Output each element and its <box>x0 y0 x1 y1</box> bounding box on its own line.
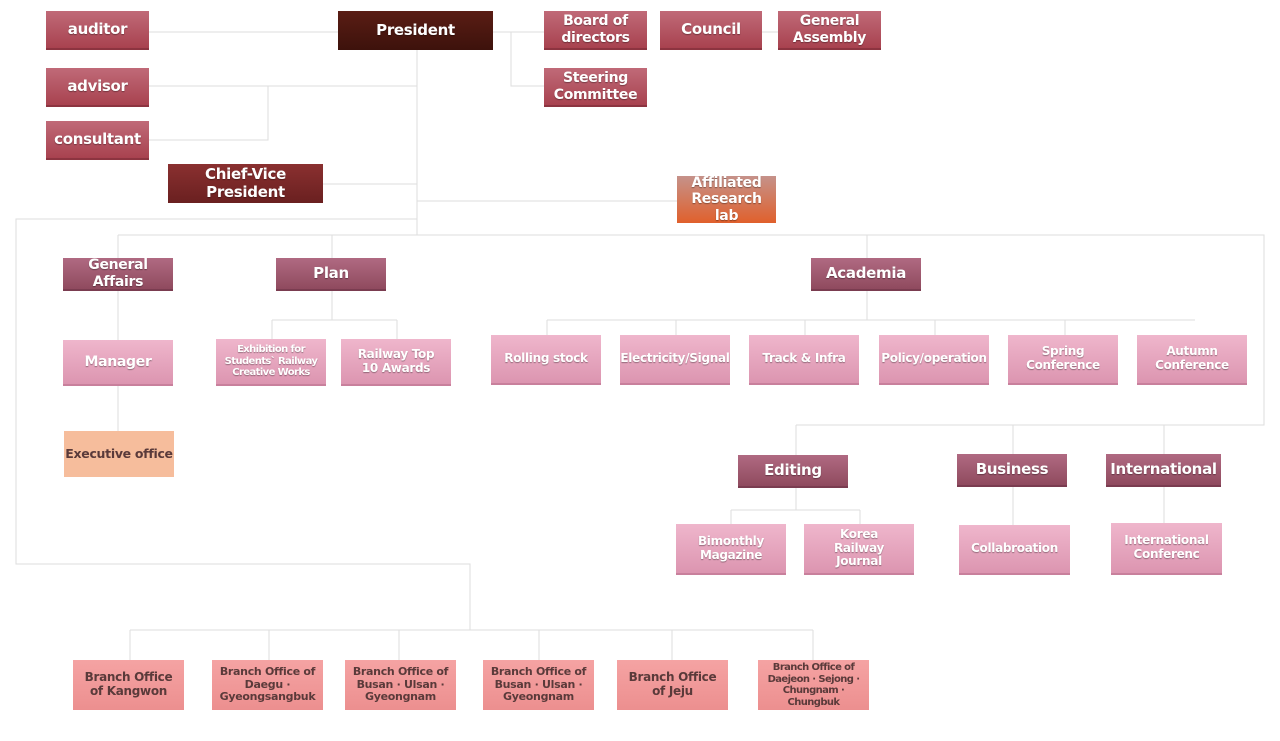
plan-node: Plan <box>276 258 386 291</box>
board-of-directors-node: Board of directors <box>544 11 647 50</box>
branch-office-daejeon-node: Branch Office of Daejeon · Sejong · Chun… <box>758 660 869 710</box>
chief-vice-president-node: Chief-Vice President <box>168 164 323 203</box>
international-node: International <box>1106 454 1221 487</box>
branch-office-busan-ulsan-node-2: Branch Office of Busan · Ulsan · Gyeongn… <box>483 660 594 710</box>
branch-office-kangwon-node: Branch Office of Kangwon <box>73 660 184 710</box>
bimonthly-magazine-node: Bimonthly Magazine <box>676 524 786 575</box>
collaboration-node: Collabroation <box>959 525 1070 575</box>
steering-committee-node: Steering Committee <box>544 68 647 107</box>
track-infra-node: Track & Infra <box>749 335 859 385</box>
branch-office-jeju-node: Branch Office of Jeju <box>617 660 728 710</box>
auditor-node: auditor <box>46 11 149 50</box>
council-node: Council <box>660 11 762 50</box>
exhibition-node: Exhibition for Students` Railway Creativ… <box>216 339 326 386</box>
branch-office-busan-ulsan-node: Branch Office of Busan · Ulsan · Gyeongn… <box>345 660 456 710</box>
affiliated-research-lab-node: Affiliated Research lab <box>677 175 776 224</box>
advisor-node: advisor <box>46 68 149 107</box>
editing-node: Editing <box>738 455 848 488</box>
spring-conference-node: Spring Conference <box>1008 335 1118 385</box>
manager-node: Manager <box>63 340 173 386</box>
policy-operation-node: Policy/operation <box>879 335 989 385</box>
academia-node: Academia <box>811 258 921 291</box>
railway-top10-node: Railway Top 10 Awards <box>341 339 451 386</box>
business-node: Business <box>957 454 1067 487</box>
consultant-node: consultant <box>46 121 149 160</box>
international-conference-node: International Conferenc <box>1111 523 1222 575</box>
general-affairs-node: General Affairs <box>63 257 173 291</box>
branch-office-daegu-node: Branch Office of Daegu · Gyeongsangbuk <box>212 660 323 710</box>
general-assembly-node: General Assembly <box>778 11 881 50</box>
rolling-stock-node: Rolling stock <box>491 335 601 385</box>
electricity-signal-node: Electricity/Signal <box>620 335 730 385</box>
autumn-conference-node: Autumn Conference <box>1137 335 1247 385</box>
korea-railway-journal-node: Korea Railway Journal <box>804 524 914 575</box>
president-node: President <box>338 11 493 50</box>
executive-office-node: Executive office <box>64 431 174 477</box>
